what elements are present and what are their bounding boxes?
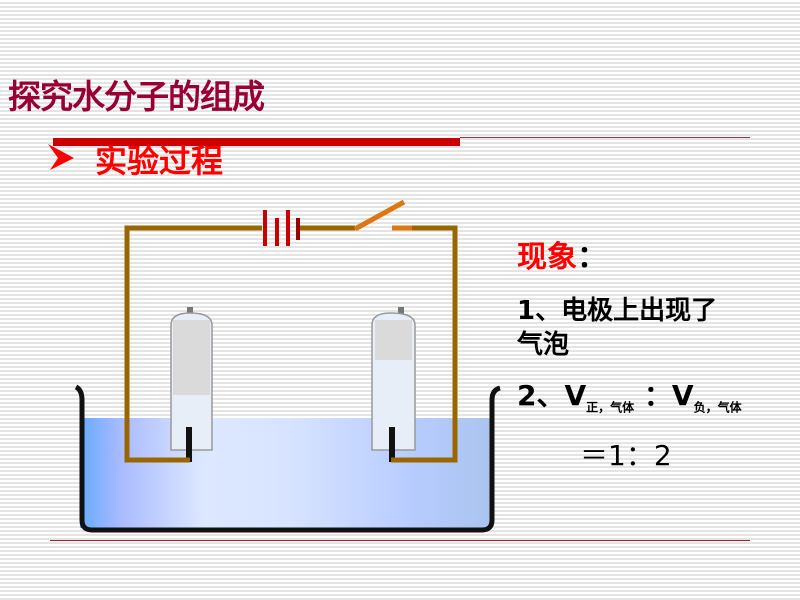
volume-ratio: ＝1：2	[580, 439, 672, 472]
observations-heading: 现象：	[517, 240, 607, 275]
circuit-wire	[124, 225, 458, 463]
switch-icon	[353, 199, 412, 232]
footer-line	[50, 540, 750, 541]
title-underline-line	[460, 137, 750, 138]
water	[80, 418, 492, 528]
title-underline-bar	[53, 138, 460, 146]
observation-2: 2、V正，气体 ：V负，气体	[517, 379, 742, 415]
bullet-arrow-icon	[48, 144, 74, 170]
right-test-tube	[371, 307, 416, 462]
beaker	[74, 384, 501, 533]
left-test-tube	[170, 307, 213, 462]
battery-icon	[263, 210, 300, 246]
section-heading: 实验过程	[95, 142, 224, 180]
observation-1-line-2: 气泡	[517, 330, 570, 360]
observation-1-line-1: 1、电极上出现了	[517, 296, 718, 326]
slide-title: 探究水分子的组成	[8, 77, 265, 116]
